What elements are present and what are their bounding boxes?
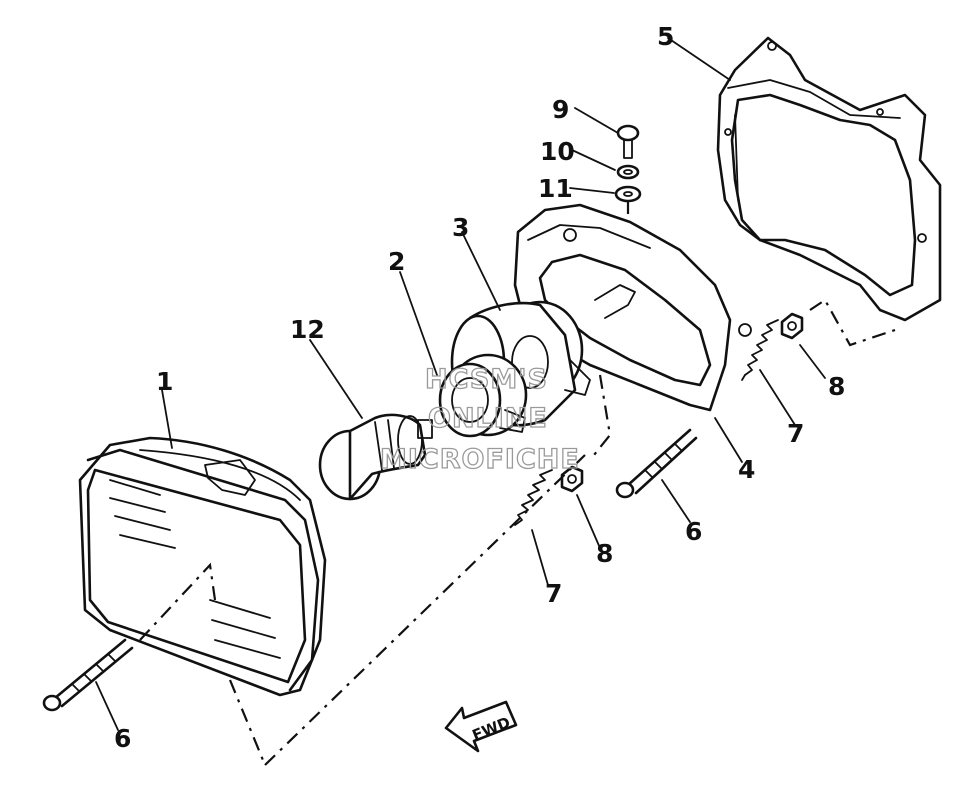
spring-icon: [741, 319, 779, 381]
watermark-line-2: ONLINE: [428, 403, 548, 434]
callout-11: 11: [538, 174, 573, 203]
screw-icon: [616, 124, 640, 159]
callout-4: 4: [738, 455, 755, 484]
fwd-arrow: FWD: [444, 700, 518, 753]
watermark-line-3: MICROFICHE: [380, 444, 580, 475]
callout-12: 12: [290, 315, 325, 344]
callout-10: 10: [540, 137, 575, 166]
leader-lines: [95, 37, 826, 731]
watermark: HCSM'S ONLINE MICROFICHE: [379, 363, 580, 475]
bulb-socket-icon: [438, 353, 528, 438]
nut-icon: [780, 312, 804, 340]
callout-7a: 7: [787, 419, 804, 448]
alignment-lines: [139, 200, 896, 766]
headlight-unit-icon: [78, 436, 327, 697]
adjusting-screw-icon: [615, 428, 698, 499]
callout-6b: 6: [114, 724, 131, 753]
watermark-line-1: HCSM'S: [425, 364, 548, 395]
spring-icon: [514, 469, 553, 526]
spring-washer-icon: [616, 164, 640, 180]
callout-3: 3: [452, 213, 469, 242]
callout-9: 9: [552, 95, 569, 124]
callout-7b: 7: [545, 579, 562, 608]
adjusting-screw-icon: [42, 638, 134, 712]
fwd-arrow-icon: [444, 700, 518, 753]
plain-washer-icon: [614, 185, 642, 203]
callout-2: 2: [388, 247, 405, 276]
headlight-rim-icon: [716, 36, 942, 322]
callout-5: 5: [657, 22, 674, 51]
callout-labels: 5 9 10 11 3 2 12 1 4 7 8 6 8 7 6: [114, 22, 845, 753]
callout-8a: 8: [828, 372, 845, 401]
nut-icon: [560, 465, 584, 493]
callout-6a: 6: [685, 517, 702, 546]
callout-8b: 8: [596, 539, 613, 568]
bulb-icon: [318, 413, 433, 501]
callout-1: 1: [156, 367, 173, 396]
